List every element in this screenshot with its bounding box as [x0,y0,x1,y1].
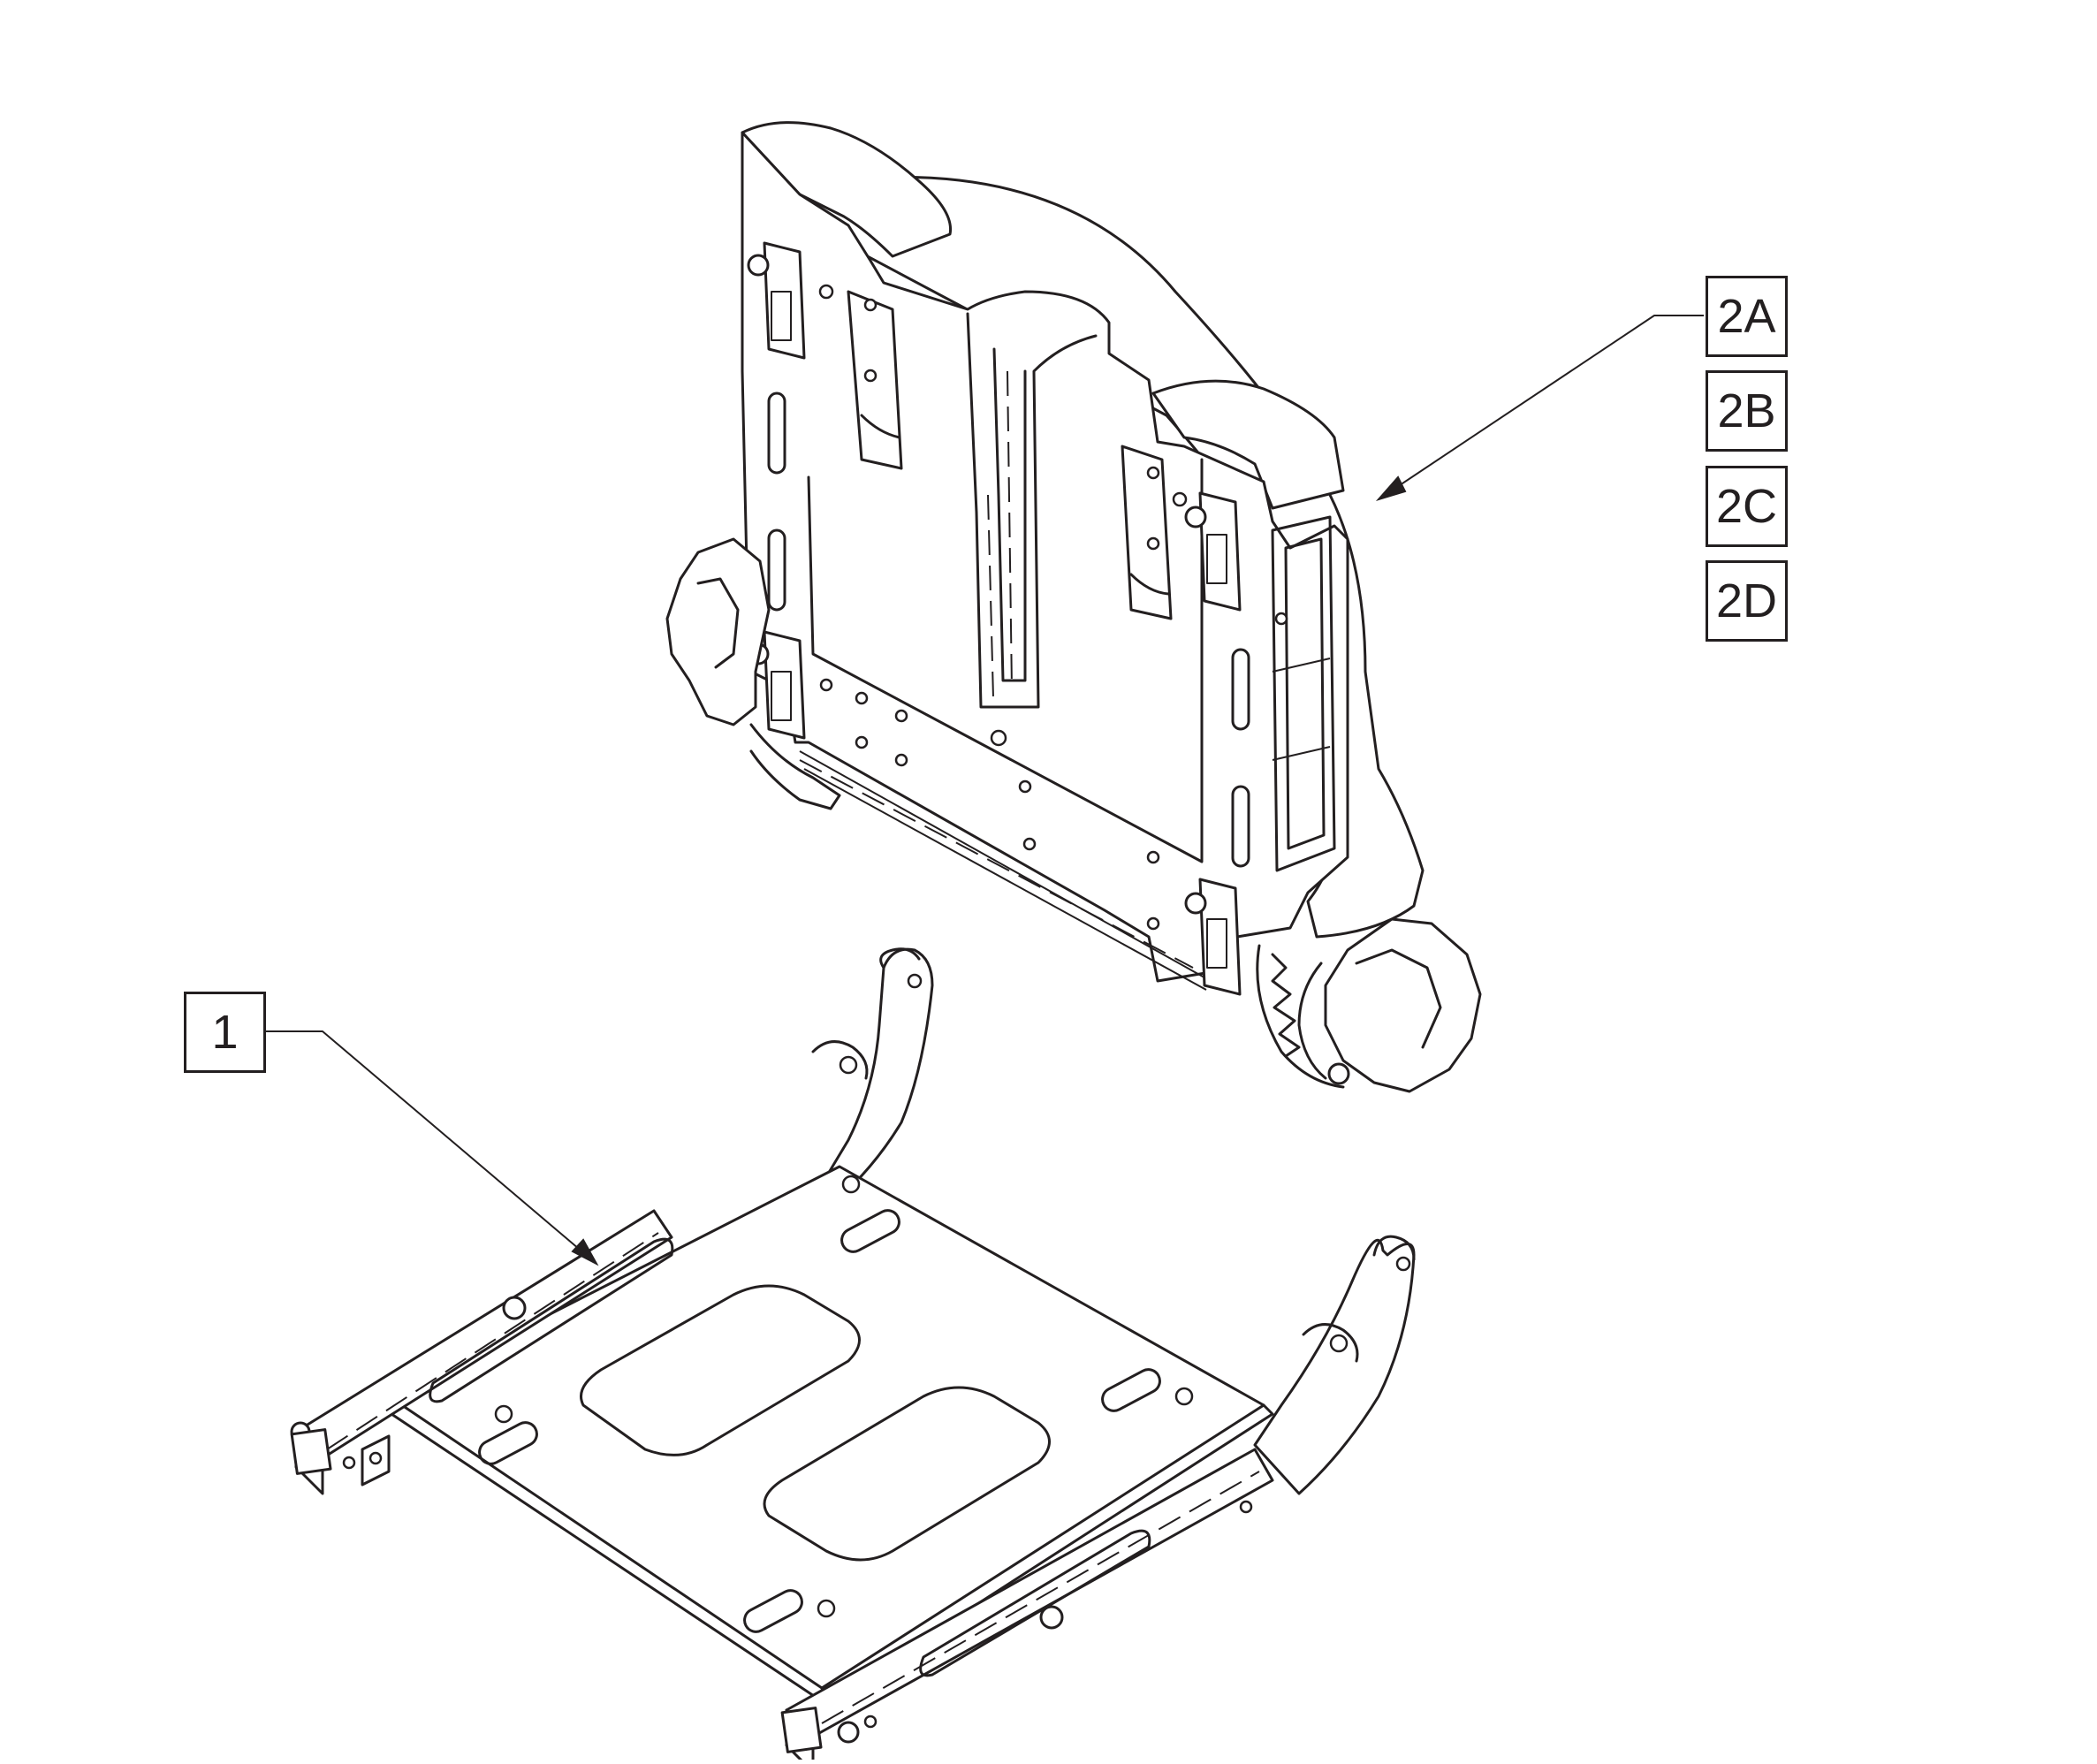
callout-part-2c: 2C [1706,466,1788,547]
clamp-bracket-top-right [1184,491,1242,612]
leader-line-2 [1375,315,1704,501]
right-rail [780,1448,1274,1764]
upper-window-left [847,290,903,470]
plate-cutout-lower [763,1386,1051,1562]
left-arm [820,947,934,1204]
spring-mechanism [1256,944,1350,1089]
clamp-bracket-bottom-right [1184,878,1242,996]
left-rail [290,1209,674,1495]
center-channel [966,312,1098,709]
callout-part-2b: 2B [1706,370,1788,452]
callout-part-2a: 2A [1706,276,1788,357]
right-arm [1253,1238,1416,1495]
adjustment-knob-left [665,537,841,810]
adjustment-knob-right [1297,917,1482,1093]
leader-line-1 [265,1030,599,1266]
center-channel-inner [992,347,1027,682]
callout-part-2d: 2D [1706,560,1788,642]
plate-holes [818,284,1288,931]
top-right-cap [1151,379,1345,510]
upper-window-right [1121,445,1173,620]
seat-base-assembly [290,947,1416,1764]
top-left-cap [741,121,953,258]
callout-part-1: 1 [184,992,266,1073]
back-hardware-assembly [665,121,1482,1093]
clamp-bracket-top-left [747,241,806,360]
plate-cutout-upper [580,1284,861,1456]
